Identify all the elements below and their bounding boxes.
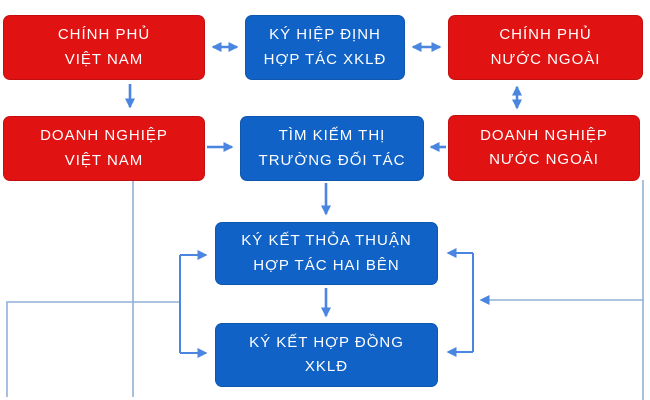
node-sign-agreement-line2: HỢP TÁC XKLĐ — [263, 50, 387, 68]
node-gov-foreign-line1: CHÍNH PHỦ — [499, 26, 592, 44]
node-sign-contract-line2: XKLĐ — [304, 358, 349, 375]
line-left-feed — [6, 301, 180, 397]
node-sign-mou-line2: HỢP TÁC HAI BÊN — [253, 256, 400, 274]
node-gov-foreign: CHÍNH PHỦ NƯỚC NGOÀI — [448, 15, 643, 80]
node-sign-mou-line1: KÝ KẾT THỎA THUẬN — [241, 232, 412, 250]
node-sign-contract-line1: KÝ KẾT HỢP ĐỒNG — [249, 333, 404, 351]
node-sign-agreement: KÝ HIỆP ĐỊNH HỢP TÁC XKLĐ — [245, 15, 405, 80]
node-sign-contract: KÝ KẾT HỢP ĐỒNG XKLĐ — [215, 323, 438, 387]
node-find-market: TÌM KIẾM THỊ TRƯỜNG ĐỐI TÁC — [240, 116, 424, 181]
node-enterprise-vietnam-line2: VIỆT NAM — [64, 151, 144, 169]
node-sign-agreement-line1: KÝ HIỆP ĐỊNH — [269, 26, 381, 44]
node-enterprise-foreign-line1: DOANH NGHIỆP — [480, 126, 608, 144]
node-find-market-line1: TÌM KIẾM THỊ — [278, 127, 386, 145]
node-enterprise-foreign-line2: NƯỚC NGOÀI — [489, 151, 599, 168]
node-gov-vietnam-line2: VIỆT NAM — [64, 50, 144, 68]
node-enterprise-vietnam-line1: DOANH NGHIỆP — [40, 127, 168, 145]
node-gov-vietnam-line1: CHÍNH PHỦ — [57, 26, 151, 44]
node-gov-vietnam: CHÍNH PHỦ VIỆT NAM — [3, 15, 205, 80]
node-gov-foreign-line2: NƯỚC NGOÀI — [490, 50, 601, 68]
node-enterprise-foreign: DOANH NGHIỆP NƯỚC NGOÀI — [448, 115, 640, 181]
node-sign-mou: KÝ KẾT THỎA THUẬN HỢP TÁC HAI BÊN — [215, 222, 438, 285]
node-find-market-line2: TRƯỜNG ĐỐI TÁC — [258, 151, 406, 169]
node-enterprise-vietnam: DOANH NGHIỆP VIỆT NAM — [3, 116, 205, 181]
